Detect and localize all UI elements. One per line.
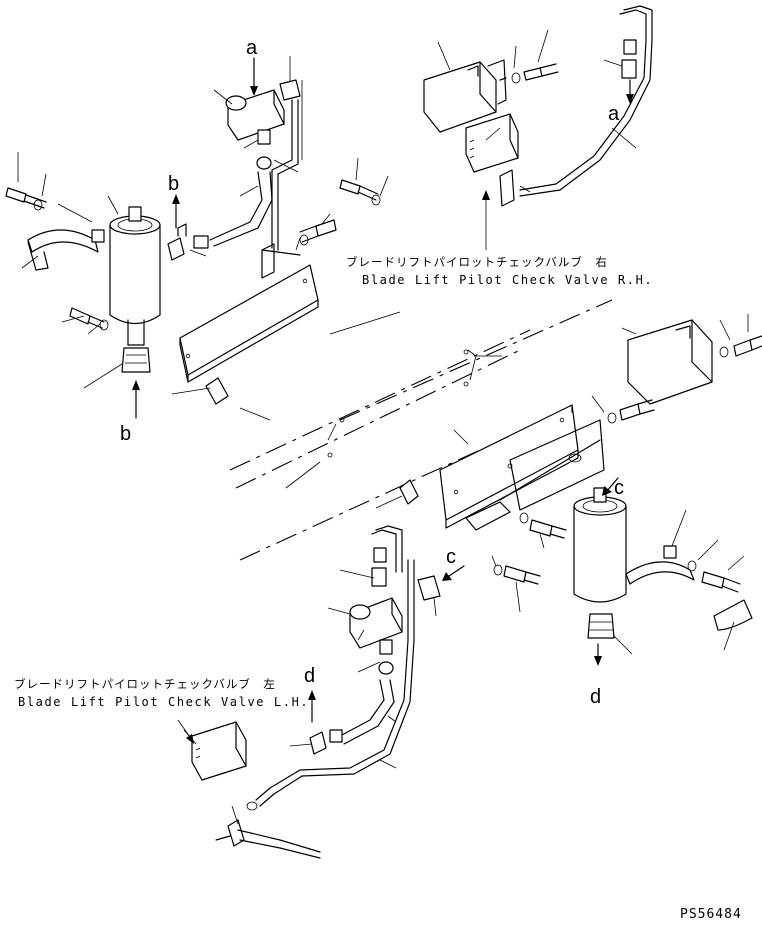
label-rh-japanese: ブレードリフトパイロットチェックバルブ 右 (346, 255, 608, 269)
clamp-band-right (625, 545, 695, 585)
bolt-upper-right (511, 63, 559, 84)
mounting-plate-left (179, 243, 319, 383)
bracket-upper-right (487, 59, 507, 105)
bolts-plate-center (299, 179, 381, 246)
arrow-lh-label (177, 719, 194, 744)
ref-a-right: a (608, 103, 620, 125)
leader-lines (17, 29, 749, 825)
check-valve-lh (191, 721, 247, 781)
elbow-fitting-b (167, 223, 187, 261)
filter-right (573, 487, 627, 639)
label-rh-english: Blade Lift Pilot Check Valve R.H. (362, 273, 653, 287)
ref-b-mid: b (168, 173, 179, 195)
cover-right-middle (627, 319, 713, 405)
clamp-band-upper-left (27, 229, 105, 271)
pipe-upper-to-plate (271, 99, 299, 251)
filter-upper-left (109, 206, 161, 373)
label-lh-english: Blade Lift Pilot Check Valve L.H. (18, 695, 309, 709)
ref-c-right: c (614, 477, 624, 499)
ref-d-left: d (304, 665, 315, 687)
arrow-b-mid (172, 194, 180, 229)
hose-lower-left (215, 819, 321, 859)
arrow-d-right (594, 643, 602, 666)
label-lh-japanese: ブレードリフトパイロットチェックバルブ 左 (14, 677, 276, 691)
hose-bend-right (713, 599, 753, 631)
arrow-c-right (602, 477, 619, 496)
block-upper (279, 79, 301, 101)
spacer-left (205, 377, 229, 405)
spacer-mid (327, 349, 513, 505)
arrow-b-low (132, 380, 140, 419)
arrow-c-mid (442, 565, 465, 581)
arrow-d-left (308, 690, 316, 723)
ref-a-top: a (246, 37, 258, 59)
elbow-fitting-d (309, 731, 327, 755)
pipe-lower-left (246, 525, 415, 811)
arrow-a-right (626, 79, 634, 104)
ref-d-right: d (590, 686, 601, 708)
bolts-upper-left (5, 187, 109, 331)
bolt-right-middle (719, 335, 762, 358)
ref-b-low: b (120, 423, 131, 445)
ref-c-mid: c (446, 546, 456, 568)
mounting-bracket-right (439, 404, 605, 531)
bolts-right-bracket (607, 399, 655, 424)
bolts-right-filter (493, 512, 741, 593)
solenoid-valve-upper (193, 89, 285, 249)
frame-centerlines (229, 299, 613, 561)
arrow-rh-label (482, 190, 490, 250)
block-lower (417, 575, 441, 601)
cover-upper-right (423, 61, 497, 133)
drawing-code: PS56484 (680, 907, 742, 922)
check-valve-rh (465, 113, 519, 207)
solenoid-valve-lower (349, 597, 403, 675)
pipe-upper-right (519, 5, 653, 197)
arrow-a-top (250, 57, 258, 96)
